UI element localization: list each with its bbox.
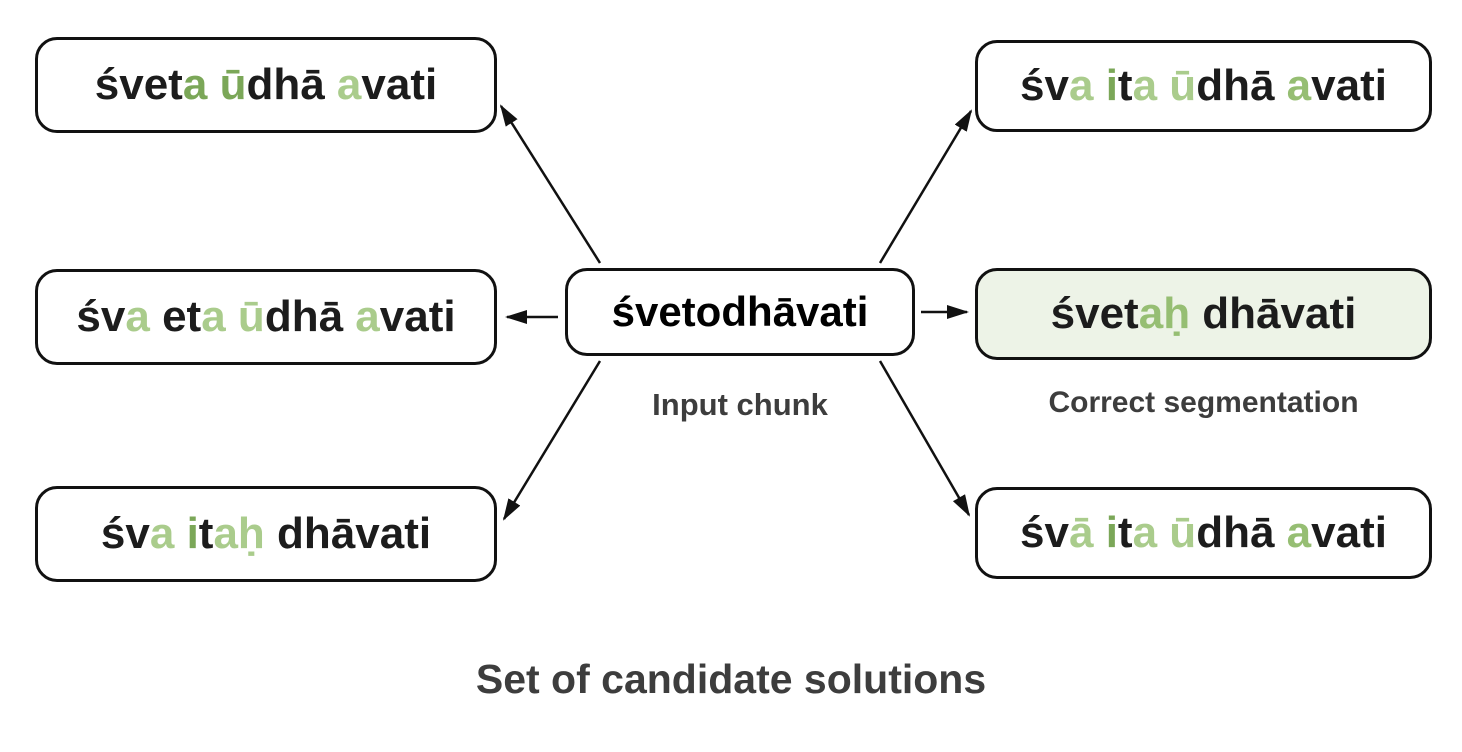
arrow-to-candidate-top-left: [499, 104, 602, 264]
arrow-to-candidate-bottom-left: [502, 360, 602, 521]
input-chunk-box: śvetodhāvati: [565, 268, 915, 356]
arrow-to-candidate-bottom-right: [878, 360, 971, 517]
candidate-text: śva itaḥ dhāvati: [100, 509, 432, 558]
candidate-box-top-right: śva ita ūdhā avati: [975, 40, 1432, 132]
candidate-text: śva eta ūdhā avati: [76, 292, 456, 341]
candidate-text: śva ita ūdhā avati: [1020, 61, 1387, 110]
correct-segmentation-label: Correct segmentation: [1048, 386, 1359, 419]
candidate-box-middle-left: śva eta ūdhā avati: [35, 269, 497, 365]
candidate-text: śveta ūdhā avati: [94, 60, 438, 109]
candidate-box-bottom-right: śvā ita ūdhā avati: [975, 487, 1432, 579]
candidate-box-bottom-left: śva itaḥ dhāvati: [35, 486, 497, 582]
candidate-box-top-left: śveta ūdhā avati: [35, 37, 497, 133]
arrow-to-candidate-top-right: [878, 109, 973, 264]
candidate-box-correct-segmentation: śvetaḥ dhāvati: [975, 268, 1432, 360]
input-chunk-text: śvetodhāvati: [611, 288, 869, 335]
diagram-title: Set of candidate solutions: [475, 656, 987, 702]
candidate-text: śvā ita ūdhā avati: [1020, 508, 1387, 557]
input-chunk-label: Input chunk: [652, 387, 828, 422]
candidate-text: śvetaḥ dhāvati: [1050, 289, 1357, 338]
